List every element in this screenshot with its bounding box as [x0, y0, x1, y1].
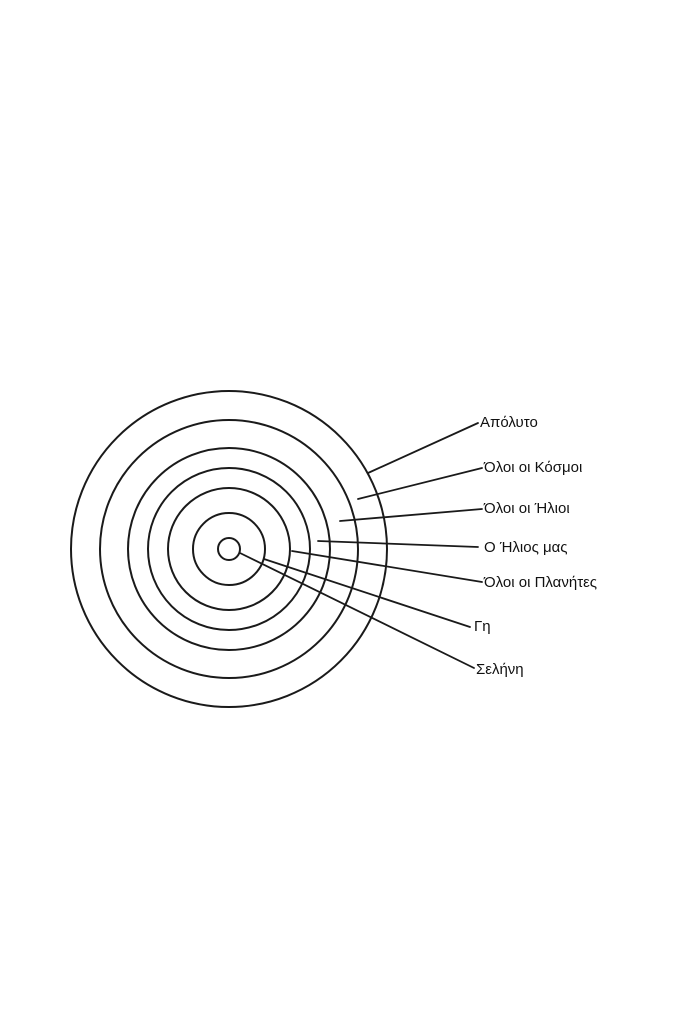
ring-moon: [217, 537, 241, 561]
label-our-sun: Ο Ήλιος μας: [484, 539, 568, 556]
label-moon: Σελήνη: [476, 661, 524, 678]
ring-our-sun: [147, 467, 311, 631]
label-all-planets: Όλοι οι Πλανήτες: [483, 574, 597, 591]
ring-all-worlds: [99, 419, 359, 679]
leader-all-suns: [339, 508, 483, 522]
leader-earth: [263, 558, 471, 628]
leader-absolute: [367, 422, 479, 474]
ring-absolute: [70, 390, 388, 708]
leader-all-worlds: [357, 467, 483, 500]
leader-our-sun: [317, 540, 479, 548]
ring-all-planets: [167, 487, 291, 611]
ring-all-suns: [127, 447, 331, 651]
leader-all-planets: [291, 550, 483, 583]
label-all-worlds: Όλοι οι Κόσμοι: [483, 459, 582, 476]
label-absolute: Απόλυτο: [480, 414, 538, 431]
label-earth: Γη: [474, 618, 491, 635]
leader-moon: [239, 552, 475, 669]
label-all-suns: Όλοι οι Ήλιοι: [483, 500, 570, 517]
ring-earth: [192, 512, 266, 586]
